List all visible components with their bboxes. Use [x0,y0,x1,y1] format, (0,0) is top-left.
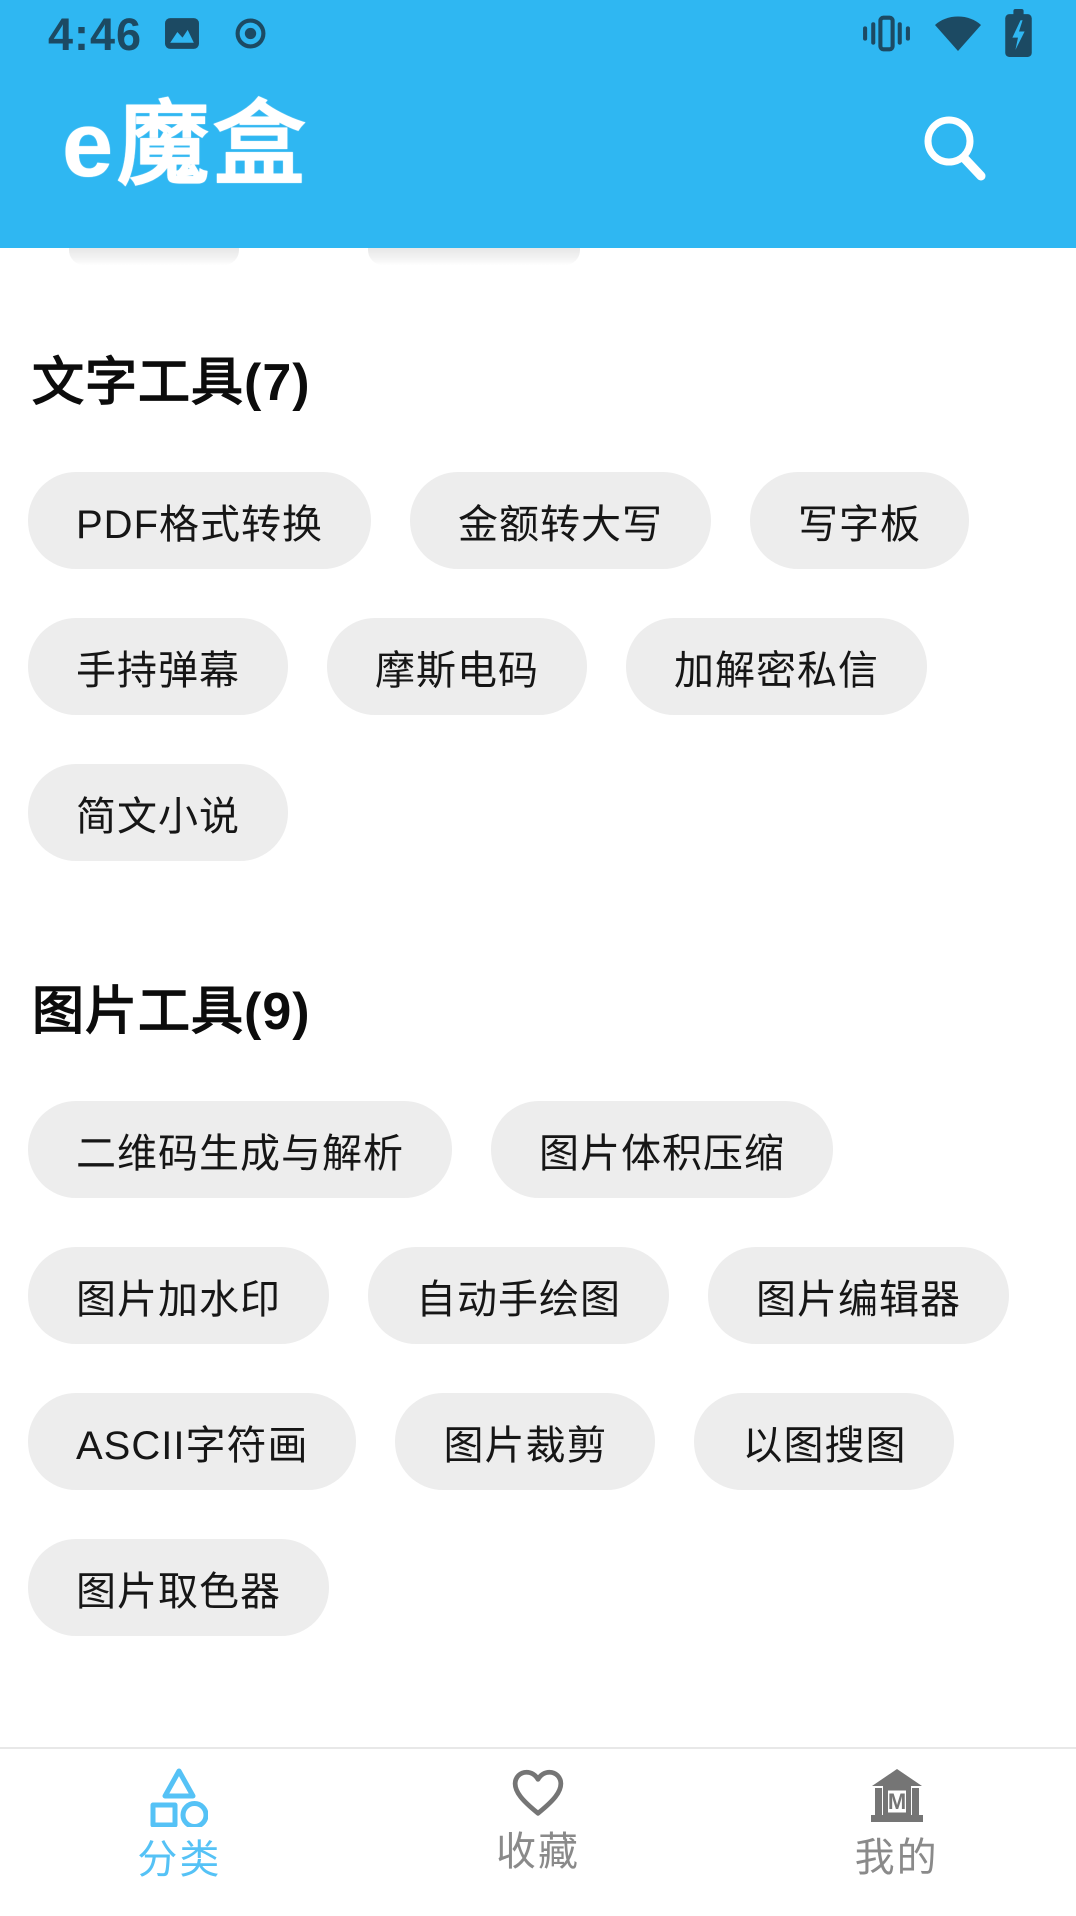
tool-pill[interactable]: 手持弹幕 [28,618,288,715]
nav-label-favorites: 收藏 [496,1830,580,1874]
text-tools-pill-grid: PDF格式转换金额转大写写字板手持弹幕摩斯电码加解密私信简文小说 [28,472,1048,910]
tool-pill[interactable]: ASCII字符画 [28,1393,357,1490]
image-tools-pill-grid: 二维码生成与解析图片体积压缩图片加水印自动手绘图图片编辑器 ASCII字符画图片裁… [28,1101,1048,1685]
tool-pill[interactable]: PDF格式转换 [28,472,371,569]
tool-pill[interactable]: 自动手绘图 [368,1247,669,1344]
header-title-row: e魔盒 [0,72,1076,248]
status-right-icons [860,8,1034,64]
tool-pill[interactable]: 图片体积压缩 [491,1101,833,1198]
clipped-pill-fragment [368,248,580,265]
section-text-tools: 文字工具(7) PDF格式转换金额转大写写字板手持弹幕摩斯电码加解密私信简文小说 [28,352,1048,910]
tool-pill[interactable]: 加解密私信 [626,618,927,715]
tool-pill[interactable]: 图片编辑器 [708,1247,1009,1344]
tools-content: 文字工具(7) PDF格式转换金额转大写写字板手持弹幕摩斯电码加解密私信简文小说… [0,248,1076,1685]
categories-icon [150,1767,209,1830]
status-bar: 4:46 [0,0,1076,72]
search-icon [921,116,991,188]
nav-tab-favorites[interactable]: 收藏 [359,1749,718,1916]
clipped-pill-fragment [69,248,239,265]
nav-label-categories: 分类 [137,1838,222,1882]
section-title-text-tools: 文字工具(7) [32,354,311,412]
heart-icon [511,1767,565,1822]
tool-pill[interactable]: 以图搜图 [694,1393,955,1490]
search-button[interactable] [920,112,992,188]
tool-pill[interactable]: 摩斯电码 [327,618,587,715]
record-icon [234,17,267,55]
app-header: 4:46 [0,0,1076,248]
tool-pill[interactable]: 金额转大写 [410,472,711,569]
bottom-nav: 分类 收藏 M 我的 [0,1747,1076,1916]
image-icon [164,17,200,55]
svg-text:M: M [888,1789,906,1814]
nav-tab-categories[interactable]: 分类 [0,1749,359,1916]
vibrate-icon [860,15,913,57]
section-image-tools: 图片工具(9) 二维码生成与解析图片体积压缩图片加水印自动手绘图图片编辑器 ASC… [28,981,1048,1685]
wifi-icon [933,14,983,58]
tool-pill[interactable]: 简文小说 [28,764,288,861]
status-time: 4:46 [48,8,143,60]
tool-pill[interactable]: 图片裁剪 [395,1393,656,1490]
nav-label-mine: 我的 [854,1836,939,1880]
tool-pill[interactable]: 二维码生成与解析 [28,1101,452,1198]
battery-charging-icon [1003,8,1034,64]
tool-pill[interactable]: 图片取色器 [28,1539,329,1636]
nav-tab-mine[interactable]: M 我的 [717,1749,1076,1916]
section-title-image-tools: 图片工具(9) [32,983,311,1041]
status-left-icons [164,17,267,55]
tool-pill[interactable]: 图片加水印 [28,1247,329,1344]
app-logo: e魔盒 [62,94,310,196]
mine-icon: M [868,1767,926,1828]
tool-pill[interactable]: 写字板 [750,472,969,569]
